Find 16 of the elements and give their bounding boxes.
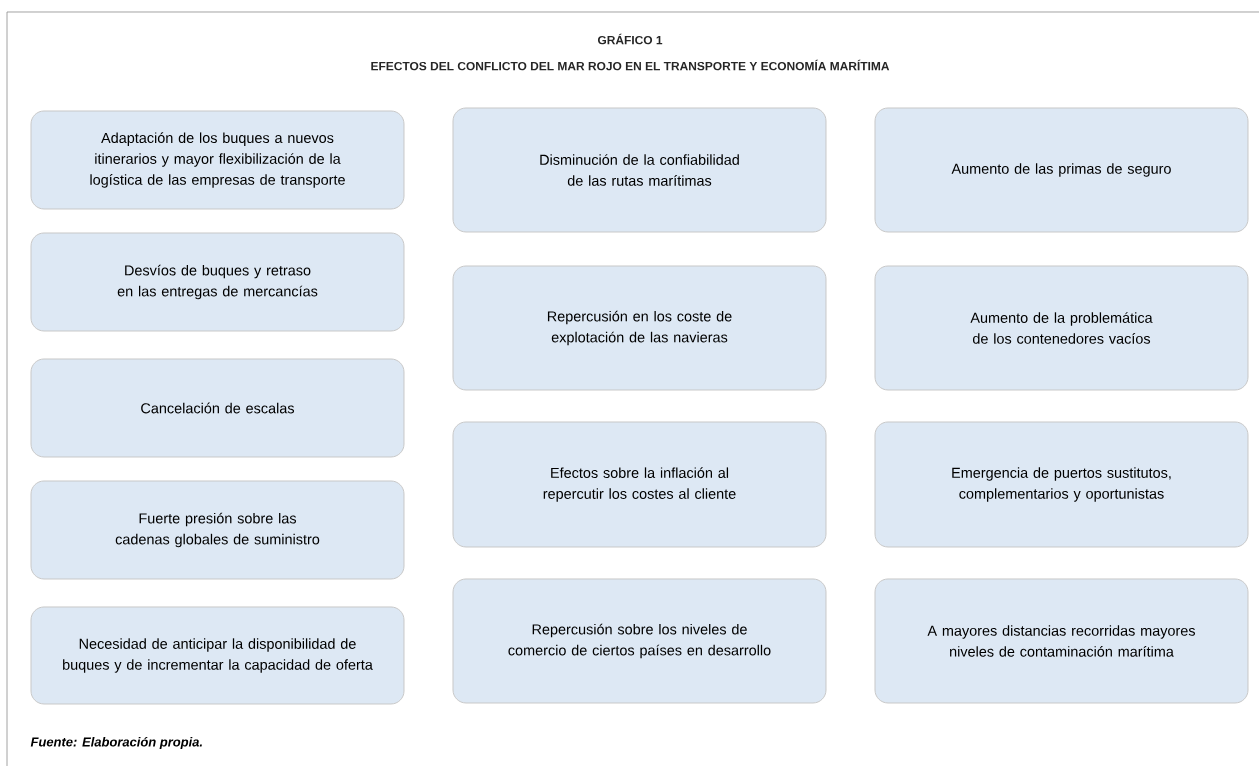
effect-box: Aumento de la problemática de los contenedores vacíos <box>874 265 1249 391</box>
effect-box: Cancelación de escalas <box>30 358 405 458</box>
effect-box: A mayores distancias recorridas mayores niveles de contaminación marítima <box>874 578 1249 704</box>
effect-box: Desvíos de buques y retraso en las entregas de mercancías <box>30 232 405 332</box>
figure-number: GRÁFICO 1 <box>597 33 663 45</box>
effect-box: Necesidad de anticipar la disponibilidad de buques y de incrementar la capacidad de oferta <box>30 606 405 705</box>
effect-box: Emergencia de puertos sustitutos, complementarios y oportunistas <box>874 421 1249 548</box>
source-note: Fuente: Elaboración propia. <box>30 736 202 750</box>
effect-box: Fuerte presión sobre las cadenas globales de suministro <box>30 480 405 580</box>
effect-box: Disminución de la confiabilidad de las rutas marítimas <box>452 107 827 233</box>
effect-box: Efectos sobre la inflación al repercutir los costes al cliente <box>452 421 827 548</box>
effect-box: Aumento de las primas de seguro <box>874 107 1249 233</box>
effect-box: Adaptación de los buques a nuevos itinerarios y mayor flexibilización de la logística de las empresas de transporte <box>30 110 405 210</box>
figure-title: EFECTOS DEL CONFLICTO DEL MAR ROJO EN EL TRANSPORTE Y ECONOMÍA MARÍTIMA <box>371 59 890 71</box>
effect-box: Repercusión en los coste de explotación de las navieras <box>452 265 827 391</box>
effect-box: Repercusión sobre los niveles de comercio de ciertos países en desarrollo <box>452 578 827 704</box>
